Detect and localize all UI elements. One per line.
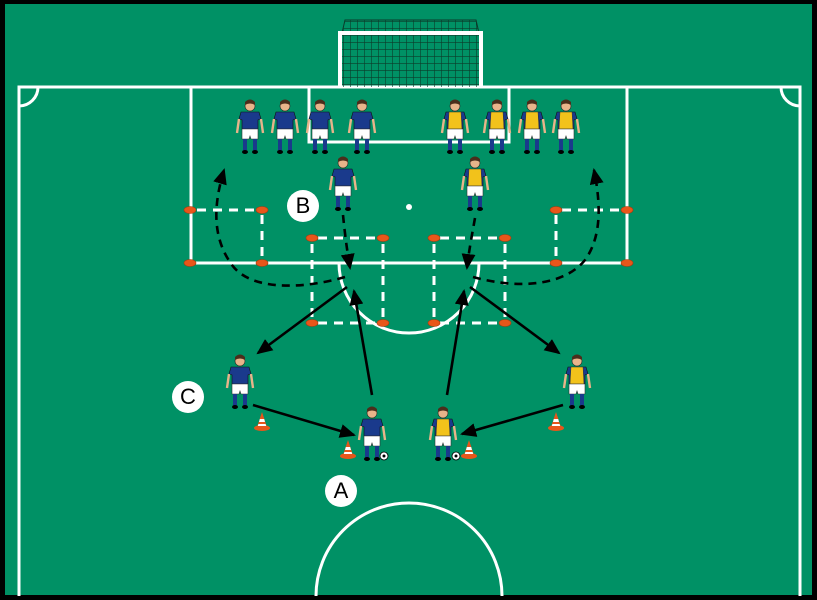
grid-right-outer <box>554 208 621 258</box>
run-arrow-left <box>213 168 346 287</box>
pass-arrow-a-left <box>349 289 374 396</box>
ball-right <box>451 451 461 461</box>
corner-arc-left <box>18 86 40 108</box>
position-label-c: C <box>172 381 204 413</box>
pass-arrow-c-to-a-right <box>460 403 564 437</box>
goal-area <box>307 87 511 144</box>
goal <box>338 19 483 87</box>
grid-right-inner <box>432 236 507 325</box>
field-surface <box>5 4 812 595</box>
run-arrow-yellow-b <box>461 217 477 270</box>
position-label-b: B <box>287 190 319 222</box>
grid-left-outer <box>197 208 264 258</box>
run-arrow-right <box>472 168 604 286</box>
penalty-arc <box>337 262 481 335</box>
pass-arrow-a-right <box>445 289 469 396</box>
penalty-area <box>189 87 629 265</box>
centre-circle <box>314 501 504 597</box>
ball-left <box>379 451 389 461</box>
run-paths <box>213 168 604 287</box>
drill-grid-boxes <box>197 208 621 325</box>
pass-arrow-to-c-right <box>469 285 561 355</box>
run-arrow-blue-b <box>340 214 355 270</box>
pass-arrow-c-to-a-left <box>252 403 356 438</box>
position-label-a: A <box>325 475 357 507</box>
grid-left-inner <box>310 236 385 325</box>
pass-arrow-to-c-left <box>256 285 348 355</box>
penalty-spot <box>406 204 412 210</box>
corner-arc-right <box>779 86 801 108</box>
pass-arrows <box>252 285 564 438</box>
